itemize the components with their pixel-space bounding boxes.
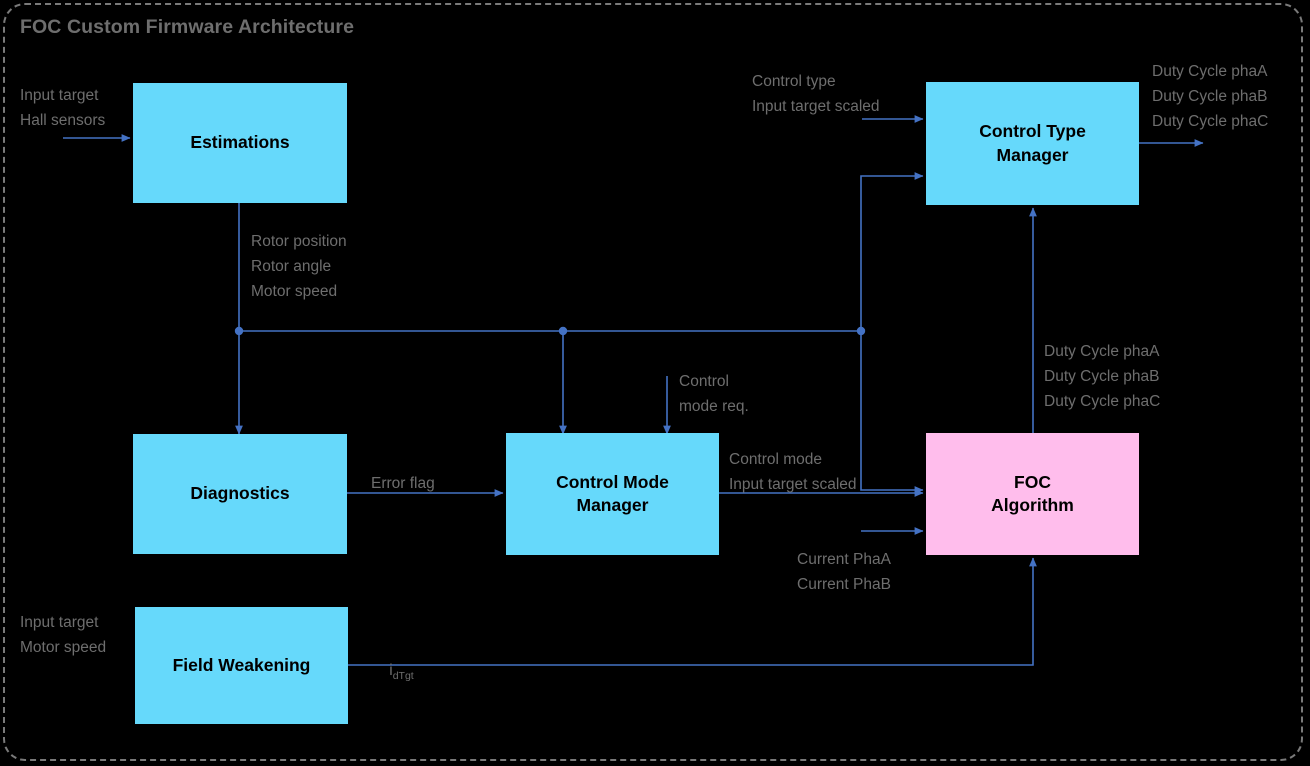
- wire-bus-to-control-type-manager: [860, 172, 924, 331]
- label-estimations-input: Input target Hall sensors: [20, 87, 106, 130]
- label-error-flag: Error flag: [371, 475, 435, 492]
- label-control-type-input: Control type Input target scaled: [752, 73, 880, 116]
- junction-dots: [234, 326, 866, 336]
- block-diagnostics[interactable]: Diagnostics: [133, 434, 347, 554]
- block-field-weakening-label: Field Weakening: [172, 654, 311, 675]
- page-title: FOC Custom Firmware Architecture: [20, 16, 355, 38]
- block-diagnostics-label: Diagnostics: [190, 483, 290, 504]
- label-idtgt-subscript: dTgt: [392, 670, 414, 683]
- junction-dot-estimations: [234, 326, 244, 336]
- label-estimations-output: Rotor position Rotor angle Motor speed: [251, 233, 347, 301]
- label-foc-current-inputs: Current PhaA Current PhaB: [797, 551, 891, 594]
- label-ctm-duty-cycle-output: Duty Cycle phaA Duty Cycle phaB Duty Cyc…: [1152, 63, 1269, 131]
- junction-dot-right: [856, 326, 866, 336]
- block-estimations[interactable]: Estimations: [133, 83, 347, 203]
- label-control-mode-req: Control mode req.: [679, 373, 749, 416]
- label-foc-duty-cycle-output: Duty Cycle phaA Duty Cycle phaB Duty Cyc…: [1044, 343, 1161, 411]
- label-idtgt-main: i: [389, 662, 393, 680]
- label-idtgt: idTgt: [372, 633, 414, 710]
- label-cmm-output: Control mode Input target scaled: [729, 451, 857, 494]
- wire-idtgt-to-foc: [348, 557, 1037, 666]
- block-field-weakening[interactable]: Field Weakening: [135, 607, 348, 724]
- junction-dot-mid: [558, 326, 568, 336]
- block-estimations-label: Estimations: [190, 132, 290, 153]
- label-field-weakening-input: Input target Motor speed: [20, 614, 107, 657]
- wire-bus-to-foc-algorithm: [860, 331, 924, 494]
